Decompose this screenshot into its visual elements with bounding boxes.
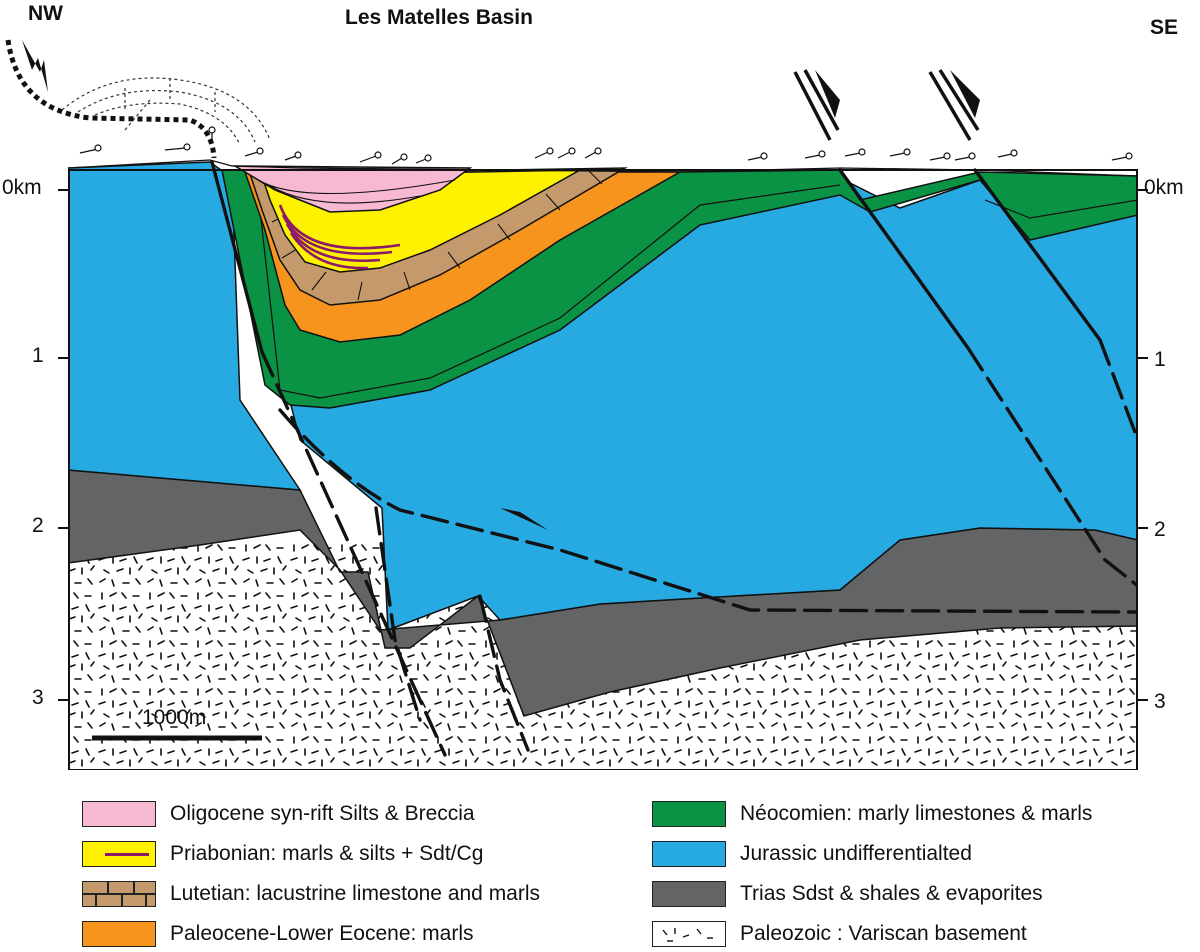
legend-label: Priabonian: marls & silts + Sdt/Cg — [170, 842, 484, 865]
se-fault-1-dashed — [966, 346, 1138, 588]
paleocene-swatch — [82, 921, 156, 947]
depth-ticks — [58, 189, 1148, 701]
ramp-fault — [478, 594, 530, 752]
paleozoic-swatch — [652, 921, 726, 947]
right-depth-tick-2: 2 — [1154, 518, 1166, 541]
priabonian-sandstone-lines — [278, 204, 401, 270]
thrust-trace — [5, 39, 217, 159]
se-label: SE — [1150, 16, 1179, 39]
legend-item-lutetian: Lutetian: lacustrine limestone and marls — [82, 879, 540, 909]
nw-label: NW — [28, 2, 63, 25]
legend-item-priabonian: Priabonian: marls & silts + Sdt/Cg — [82, 839, 483, 869]
right-depth-tick-0: 0km — [1144, 176, 1184, 199]
legend-item-neocomien: Néocomien: marly limestones & marls — [652, 799, 1092, 829]
section-title: Les Matelles Basin — [345, 6, 533, 29]
legend-item-trias: Trias Sdst & shales & evaporites — [652, 879, 1043, 909]
listric-detachment — [278, 408, 1138, 614]
main-fault — [210, 160, 264, 354]
left-depth-tick-3: 3 — [32, 686, 44, 709]
legend-item-paleocene: Paleocene-Lower Eocene: marls — [82, 919, 474, 949]
se-fault-1 — [838, 168, 970, 350]
legend-label: Néocomien: marly limestones & marls — [740, 802, 1093, 825]
legend-label: Jurassic undifferentialted — [740, 842, 972, 865]
main-fault-dashed — [260, 350, 447, 757]
trias-swatch — [652, 881, 726, 907]
se-normal-fault-arrow-1 — [793, 69, 840, 141]
priabonian-line-icon — [105, 853, 149, 856]
trias-unit — [68, 469, 1138, 717]
legend-label: Oligocene syn-rift Silts & Breccia — [170, 802, 475, 825]
right-depth-tick-1: 1 — [1154, 348, 1166, 371]
legend-label: Paleozoic : Variscan basement — [740, 922, 1027, 945]
scale-bar-label: 1000m — [142, 706, 207, 729]
eroded-fold-outline — [61, 77, 271, 146]
section-frame — [68, 169, 1138, 770]
neocomien-swatch — [652, 801, 726, 827]
detachment-slip-arrow — [500, 508, 548, 530]
jurassic-unit — [68, 161, 302, 491]
oligocene-swatch — [82, 801, 156, 827]
oligocene-internal-lines — [254, 177, 456, 204]
se-fault-2-dashed — [1098, 338, 1138, 442]
antithetic-fault — [374, 506, 422, 722]
nw-thrust-arrow — [22, 40, 48, 92]
legend-item-oligocene: Oligocene syn-rift Silts & Breccia — [82, 799, 475, 829]
dip-symbols — [79, 126, 1133, 165]
jurassic-swatch — [652, 841, 726, 867]
left-depth-tick-1: 1 — [32, 344, 44, 367]
left-depth-tick-0: 0km — [2, 176, 42, 199]
left-depth-tick-2: 2 — [32, 514, 44, 537]
topographic-surface — [67, 159, 1139, 177]
faults — [210, 160, 1138, 757]
right-depth-tick-3: 3 — [1154, 690, 1166, 713]
legend-item-paleozoic: Paleozoic : Variscan basement — [652, 919, 1027, 949]
se-normal-fault-arrow-2 — [928, 69, 980, 141]
legend-label: Paleocene-Lower Eocene: marls — [170, 922, 474, 945]
lutetian-swatch — [82, 881, 156, 907]
priabonian-swatch — [82, 841, 156, 867]
legend-item-jurassic: Jurassic undifferentialted — [652, 839, 972, 869]
geological-cross-section — [5, 39, 1148, 770]
se-fault-2 — [973, 168, 1102, 342]
legend-label: Trias Sdst & shales & evaporites — [740, 882, 1043, 905]
legend-label: Lutetian: lacustrine limestone and marls — [170, 882, 541, 905]
